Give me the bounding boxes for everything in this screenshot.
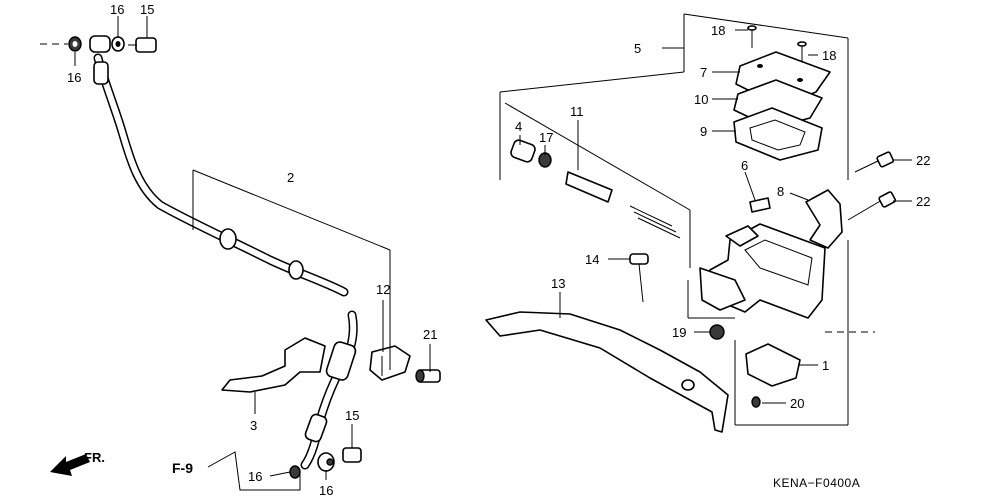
brake-lever: [485, 267, 746, 433]
diagram-code: KENA−F0400A: [773, 476, 860, 490]
hose-clamp: [369, 345, 441, 383]
piston-kit: [510, 139, 681, 239]
callout-8: 8: [777, 184, 784, 199]
callout-16: 16: [248, 469, 262, 484]
callout-2: 2: [287, 170, 294, 185]
callout-12: 12: [376, 282, 390, 297]
callout-1: 1: [822, 358, 829, 373]
callout-7: 7: [700, 65, 707, 80]
callout-17: 17: [539, 130, 553, 145]
callout-5: 5: [634, 41, 641, 56]
callout-18: 18: [822, 48, 836, 63]
arrow-icon: [50, 454, 90, 476]
callout-15: 15: [140, 2, 154, 17]
callout-9: 9: [700, 124, 707, 139]
direction-label: FR.: [84, 450, 105, 465]
callout-3: 3: [250, 418, 257, 433]
callout-20: 19: [672, 325, 686, 340]
callout-14: 14: [585, 252, 599, 267]
pivot-bolt: [629, 253, 649, 303]
reference-label: F-9: [172, 460, 193, 476]
upper-banjo-fittings: [68, 36, 157, 53]
callout-11: 11: [570, 104, 584, 119]
callout-15: 15: [345, 408, 359, 423]
callout-21: 21: [423, 327, 437, 342]
callout-10: 10: [694, 92, 708, 107]
callout-16: 16: [319, 483, 333, 498]
callout-22: 22: [916, 194, 930, 209]
callout-16: 16: [67, 70, 81, 85]
callout-6: 6: [741, 158, 748, 173]
leader-lines: [40, 13, 912, 491]
callout-18: 18: [711, 23, 725, 38]
callout-19: 20: [790, 396, 804, 411]
brake-hose: [89, 35, 358, 470]
callout-labels: 16 15 16 2 12 21 3 15 16 16 5 18 18 7 10…: [67, 2, 930, 498]
front-direction-marker: FR.: [50, 450, 105, 476]
master-cylinder: [709, 25, 897, 408]
callout-13: 13: [551, 276, 565, 291]
hose-bracket: [221, 337, 326, 393]
callout-22: 22: [916, 153, 930, 168]
callout-4: 4: [515, 119, 522, 134]
callout-16: 16: [110, 2, 124, 17]
